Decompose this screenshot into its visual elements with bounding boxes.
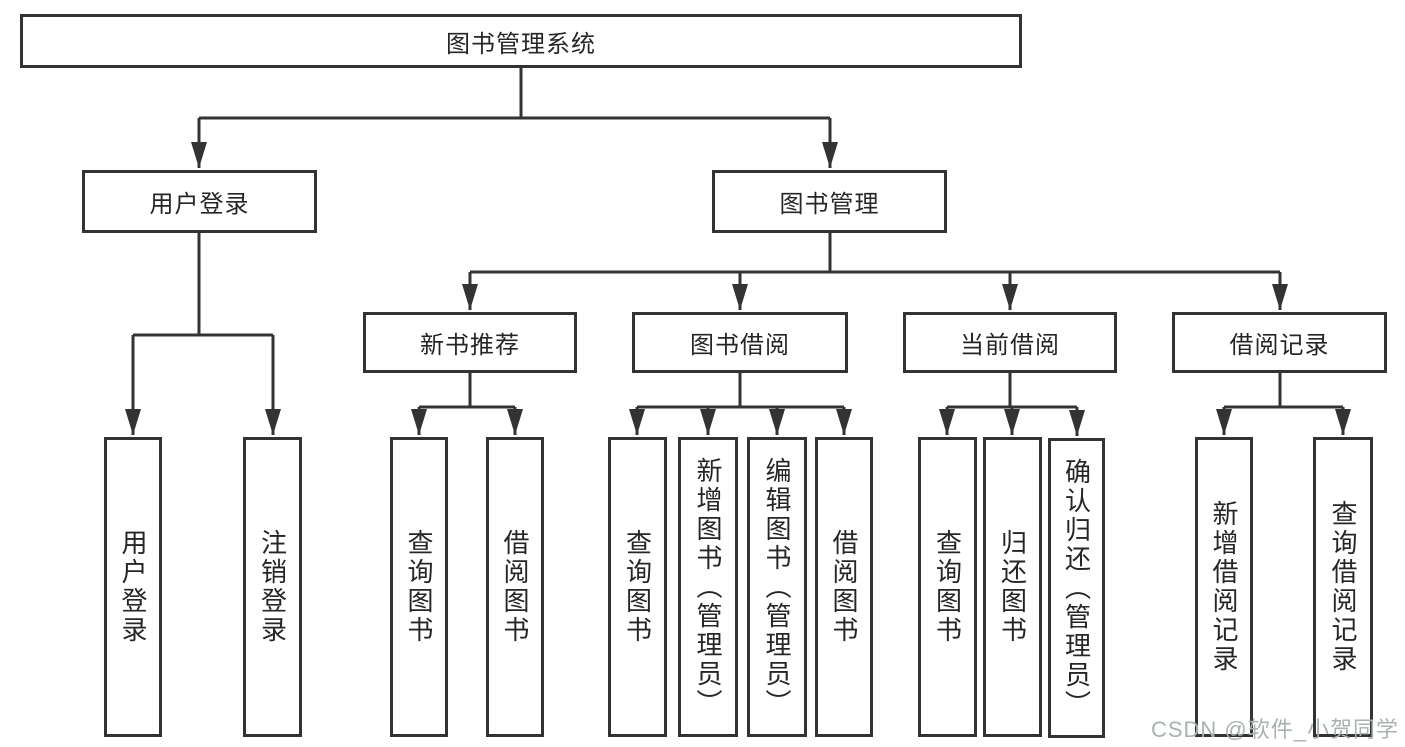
- node-book-management: 图书管理: [712, 170, 947, 233]
- leaf-borrow-books-recommend: 借阅图书: [486, 437, 544, 737]
- leaf-add-books-admin: 新增图书（管理员）: [678, 437, 738, 737]
- node-label: 借阅图书: [829, 529, 859, 645]
- leaf-logout: 注销登录: [243, 437, 302, 737]
- node-borrowing-records: 借阅记录: [1172, 312, 1387, 373]
- node-label: 归还图书: [997, 529, 1028, 645]
- node-label: 编辑图书（管理员）: [762, 456, 792, 718]
- node-label: 新增图书（管理员）: [693, 456, 723, 718]
- leaf-query-books-borrowing: 查询图书: [608, 437, 667, 737]
- leaf-edit-books-admin: 编辑图书（管理员）: [747, 437, 807, 737]
- node-library-management-system: 图书管理系统: [20, 14, 1022, 68]
- node-label: 新增借阅记录: [1209, 500, 1239, 674]
- leaf-query-borrow-record: 查询借阅记录: [1313, 437, 1373, 737]
- node-label: 借阅记录: [1229, 332, 1330, 359]
- csdn-watermark: CSDN @软件_小贺同学: [1150, 717, 1399, 742]
- node-book-borrowing: 图书借阅: [632, 312, 848, 373]
- node-new-book-recommend: 新书推荐: [363, 312, 577, 373]
- node-label: 图书借阅: [690, 332, 790, 359]
- connector-user-login-to-leaves: [125, 233, 281, 435]
- node-label: 图书管理: [779, 191, 880, 218]
- node-current-borrowing: 当前借阅: [903, 312, 1117, 373]
- node-label: 查询图书: [932, 529, 963, 645]
- leaf-query-books-recommend: 查询图书: [390, 437, 448, 737]
- leaf-confirm-return-admin: 确认归还（管理员）: [1048, 438, 1105, 738]
- node-user-login: 用户登录: [82, 170, 317, 233]
- connector-book-management-to-level3: [462, 233, 1288, 310]
- leaf-borrow-books-borrowing: 借阅图书: [815, 437, 873, 737]
- connector-root-to-level2: [191, 68, 838, 168]
- node-label: 查询图书: [622, 529, 653, 645]
- node-label: 确认归还（管理员）: [1061, 457, 1092, 719]
- leaf-add-borrow-record: 新增借阅记录: [1195, 437, 1253, 737]
- node-label: 查询图书: [404, 529, 434, 645]
- leaf-user-login: 用户登录: [104, 437, 162, 737]
- node-label: 用户登录: [118, 529, 148, 645]
- node-label: 注销登录: [257, 529, 288, 645]
- node-label: 用户登录: [149, 191, 250, 218]
- connector-recommend-to-leaves: [411, 373, 523, 435]
- connector-records-to-leaves: [1216, 373, 1351, 435]
- node-label: 借阅图书: [500, 529, 530, 645]
- node-label: 当前借阅: [960, 332, 1060, 359]
- connector-current-to-leaves: [939, 373, 1085, 436]
- node-label: 查询借阅记录: [1328, 500, 1358, 674]
- leaf-query-books-current: 查询图书: [918, 437, 977, 737]
- node-label: 图书管理系统: [446, 30, 596, 58]
- connector-borrowing-to-leaves: [629, 373, 852, 435]
- leaf-return-books: 归还图书: [983, 437, 1042, 737]
- node-label: 新书推荐: [420, 332, 520, 359]
